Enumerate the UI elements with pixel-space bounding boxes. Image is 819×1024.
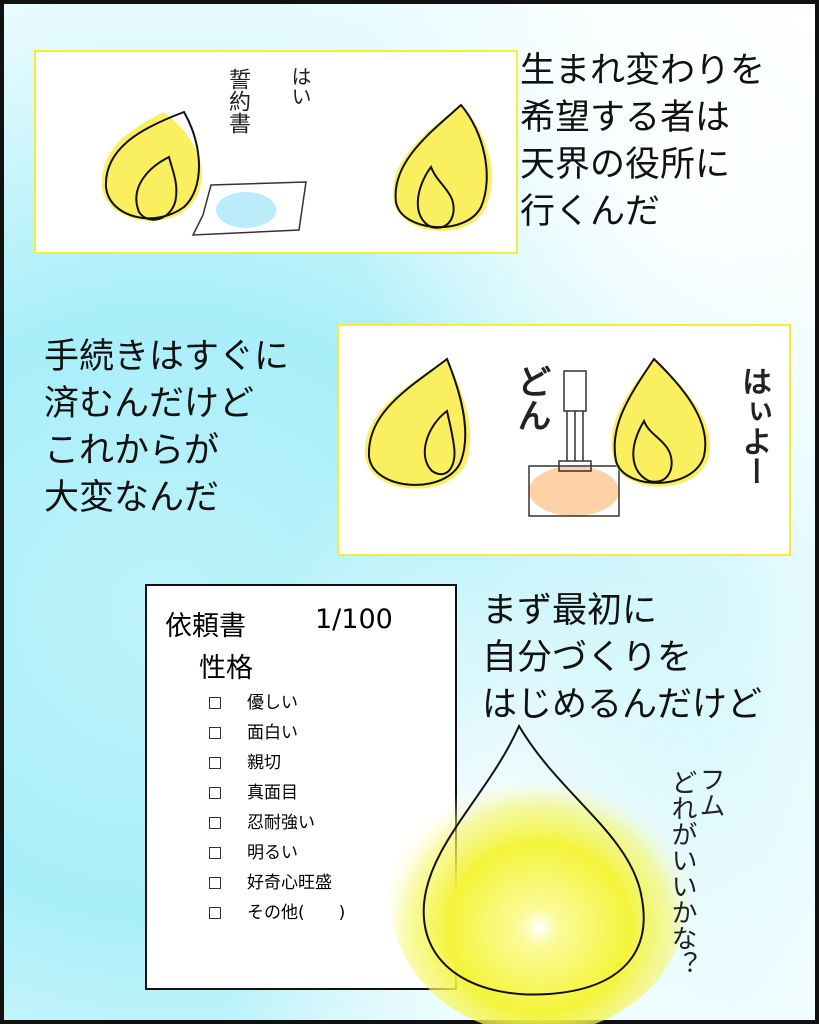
option-item: 好奇心旺盛 xyxy=(209,868,345,898)
pledge-paper xyxy=(191,181,307,236)
form-category: 性格 xyxy=(199,653,253,684)
checkbox[interactable] xyxy=(209,757,221,769)
sfx-pledge-text: 誓約書 xyxy=(225,68,250,134)
option-label: 忍耐強い xyxy=(247,813,315,833)
panel-stamp: どん はぃよー xyxy=(337,324,791,556)
sfx-don-text: どん xyxy=(511,364,551,432)
option-item: 真面目 xyxy=(209,778,345,808)
narration-line: はじめるんだけど xyxy=(482,685,763,725)
option-label: 好奇心旺盛 xyxy=(247,873,332,893)
checkbox[interactable] xyxy=(209,787,221,799)
sfx-hai-yo-text: はぃよー xyxy=(736,366,771,486)
option-item: 面白い xyxy=(209,718,345,748)
narration-line: これからが xyxy=(44,431,220,471)
option-item: 明るい xyxy=(209,838,345,868)
form-title: 依頼書 xyxy=(165,611,246,642)
stamp-icon xyxy=(528,370,620,517)
checkbox[interactable] xyxy=(209,847,221,859)
form-page-number: 1/100 xyxy=(315,604,393,635)
flame-left-icon xyxy=(101,110,202,221)
narration-line: 生まれ変わりを xyxy=(520,51,766,91)
big-flame-icon xyxy=(389,723,689,1024)
option-item: 忍耐強い xyxy=(209,808,345,838)
sfx-yes-text: はい xyxy=(288,66,312,106)
narration-line: 自分づくりを xyxy=(482,638,693,678)
checkbox[interactable] xyxy=(209,727,221,739)
option-label: 親切 xyxy=(247,753,281,773)
flame-right-icon xyxy=(392,103,492,231)
narration-line: 希望する者は xyxy=(520,98,731,138)
checkbox[interactable] xyxy=(209,697,221,709)
narration-line: 行くんだ xyxy=(520,192,661,232)
narration-line: 手続きはすぐに xyxy=(44,337,290,377)
flame-right-icon xyxy=(611,357,710,487)
narration-line: まず最初に xyxy=(482,591,658,631)
narration-1: 生まれ変わりを希望する者は天界の役所に行くんだ xyxy=(520,48,765,236)
narration-2: 手続きはすぐに済むんだけどこれからが大変なんだ xyxy=(44,334,289,522)
option-label: 真面目 xyxy=(247,783,298,803)
narration-line: 大変なんだ xyxy=(44,478,220,518)
checkbox[interactable] xyxy=(209,877,221,889)
thought-fumu-text: フム xyxy=(695,766,725,818)
option-label: 優しい xyxy=(247,693,298,713)
flame-left-icon xyxy=(364,357,471,489)
option-label: 明るい xyxy=(247,843,298,863)
narration-line: 済むんだけど xyxy=(44,384,255,424)
option-list: 優しい 面白い 親切 真面目 忍耐強い 明るい 好奇心旺盛 その他( ) xyxy=(209,688,345,928)
option-item: 親切 xyxy=(209,748,345,778)
option-label: 面白い xyxy=(247,723,298,743)
option-item: 優しい xyxy=(209,688,345,718)
checkbox[interactable] xyxy=(209,907,221,919)
narration-3: まず最初に自分づくりをはじめるんだけど xyxy=(482,588,762,729)
panel-office-pledge: 誓約書 はい xyxy=(34,50,518,254)
checkbox[interactable] xyxy=(209,817,221,829)
narration-line: 天界の役所に xyxy=(520,145,731,185)
thought-which-text: どれがいいかな？ xyxy=(667,769,697,977)
option-item: その他( ) xyxy=(209,898,345,928)
option-label: その他( ) xyxy=(247,903,346,923)
